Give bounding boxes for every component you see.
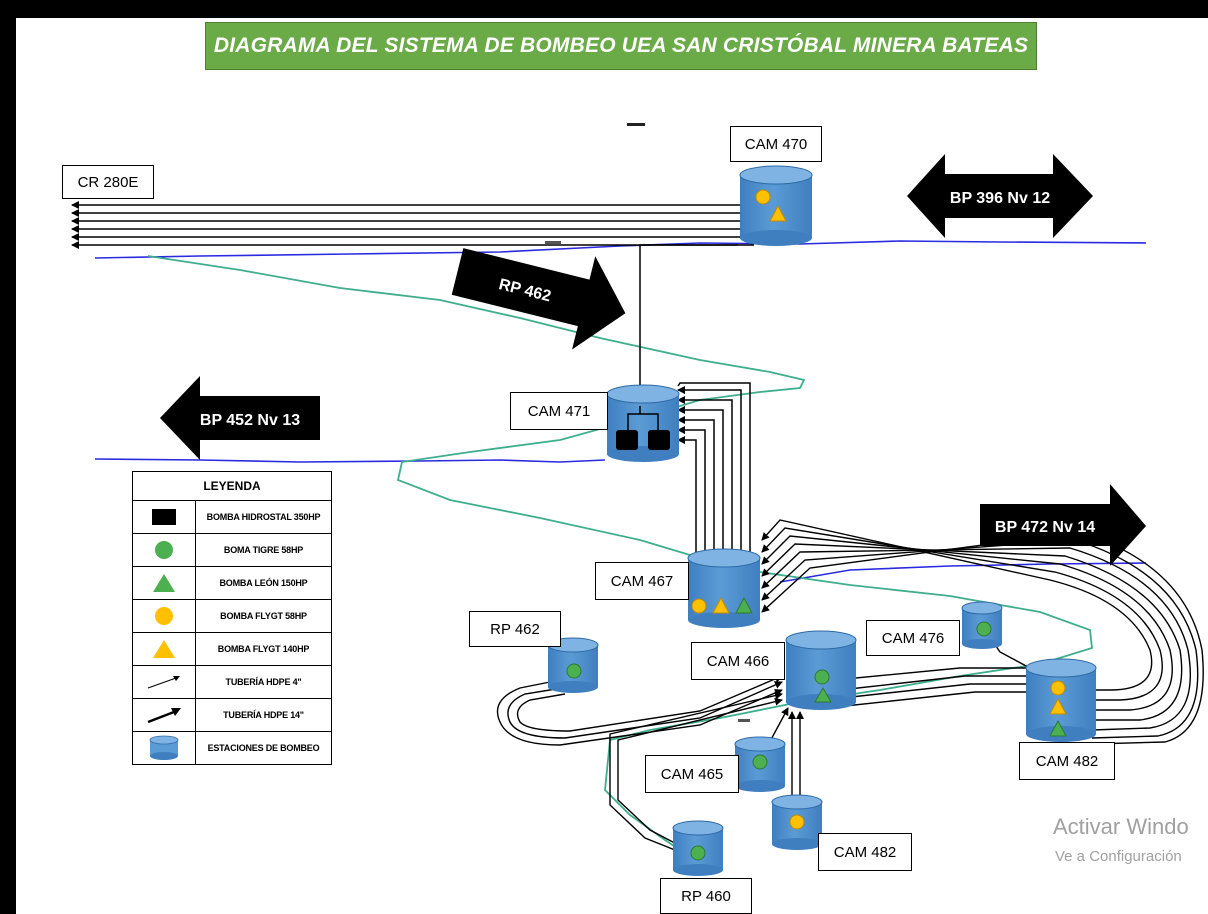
svg-text:BP 396 Nv 12: BP 396 Nv 12 [950,190,1050,207]
pipes-rp462-to-cam466 [496,675,783,746]
legend-label: TUBERÍA HDPE 14" [195,698,332,732]
arrow-bp452: BP 452 Nv 13 [160,376,320,460]
station-cam471 [606,384,680,462]
station-cam465 [734,736,786,792]
station-cam470 [739,165,813,246]
arrow-bp396: BP 396 Nv 12 [907,154,1093,238]
pump-flygt-140-icon [769,204,787,222]
label-rp460: RP 460 [660,878,752,914]
pipes-cam482bottom-to-cam466 [788,711,804,802]
label-cam470: CAM 470 [730,126,822,162]
pump-flygt-140-icon [712,596,730,614]
arrow-bp472: BP 472 Nv 14 [980,484,1146,566]
pump-flygt-140-icon [1049,697,1067,715]
pump-flygt-58-icon [1050,680,1066,696]
label-cam482-bottom: CAM 482 [818,833,912,871]
legend-label: ESTACIONES DE BOMBEO [195,731,332,765]
pump-tigre-icon [566,663,582,679]
station-rp460 [672,820,724,876]
station-cam482-bottom [771,794,823,850]
legend-label: BOMA TIGRE 58HP [195,533,332,567]
thick-arrow-icon [147,710,175,724]
pump-leon-icon [814,686,832,703]
diagram-title: DIAGRAMA DEL SISTEMA DE BOMBEO UEA SAN C… [205,22,1037,70]
pump-hidrostal-icon [616,430,638,450]
green-circle-icon [155,541,173,559]
label-cr280e: CR 280E [62,165,154,199]
pump-flygt-58-icon [755,189,771,205]
label-cam482-right: CAM 482 [1019,742,1115,780]
svg-text:BP 472 Nv 14: BP 472 Nv 14 [995,519,1095,536]
black-square-icon [152,509,176,525]
level-line-nv12 [94,240,1147,259]
pipes-cam467-to-cam471 [677,382,751,585]
station-cam482-right [1025,658,1097,742]
pump-flygt-58-icon [691,598,707,614]
legend-title: LEYENDA [132,471,332,501]
watermark-activation-title: Activar Windo [1053,814,1189,839]
diagram-background [16,18,1208,914]
arrow-rp462: RP 462 [451,248,626,350]
pump-leon-icon [735,596,753,614]
pump-tigre-icon [690,845,706,861]
label-cam466: CAM 466 [691,642,785,680]
pump-tigre-icon [752,754,768,770]
svg-text:BP 452 Nv 13: BP 452 Nv 13 [200,412,300,429]
level-line-nv13 [94,458,606,463]
blue-cylinder-icon [149,735,179,760]
station-cam476 [961,601,1003,649]
station-cam467 [687,548,761,628]
station-cam466 [785,630,857,710]
pump-tigre-icon [814,669,830,685]
watermark-activation-subtitle: Ve a Configuración [1055,848,1182,865]
legend: LEYENDA BOMBA HIDROSTAL 350HP BOMA TIGRE… [132,471,332,765]
yellow-circle-icon [155,607,173,625]
legend-label: TUBERÍA HDPE 4" [195,665,332,699]
label-rp462: RP 462 [469,611,561,647]
label-cam465: CAM 465 [645,755,739,793]
level-line-nv14 [779,562,1147,583]
label-cam467: CAM 467 [595,562,689,600]
green-triangle-icon [153,574,175,592]
pump-tigre-icon [976,621,992,637]
pump-leon-icon [1049,719,1067,737]
legend-symbol-hidrostal [132,500,196,534]
legend-label: BOMBA HIDROSTAL 350HP [195,500,332,534]
pipes-cam470-to-cr280e [71,196,756,249]
legend-label: BOMBA LEÓN 150HP [195,566,332,600]
pipe-cam470-to-cam471 [639,244,738,405]
label-cam471: CAM 471 [510,392,608,430]
pump-flygt-58-icon [789,814,805,830]
ramp-line [147,255,1093,851]
legend-label: BOMBA FLYGT 58HP [195,599,332,633]
legend-label: BOMBA FLYGT 140HP [195,632,332,666]
label-cam476: CAM 476 [866,620,960,656]
pipes-rp460-to-cam466 [609,691,783,857]
thin-arrow-icon [147,677,177,689]
pump-hidrostal-icon [648,430,670,450]
yellow-triangle-icon [153,640,175,658]
